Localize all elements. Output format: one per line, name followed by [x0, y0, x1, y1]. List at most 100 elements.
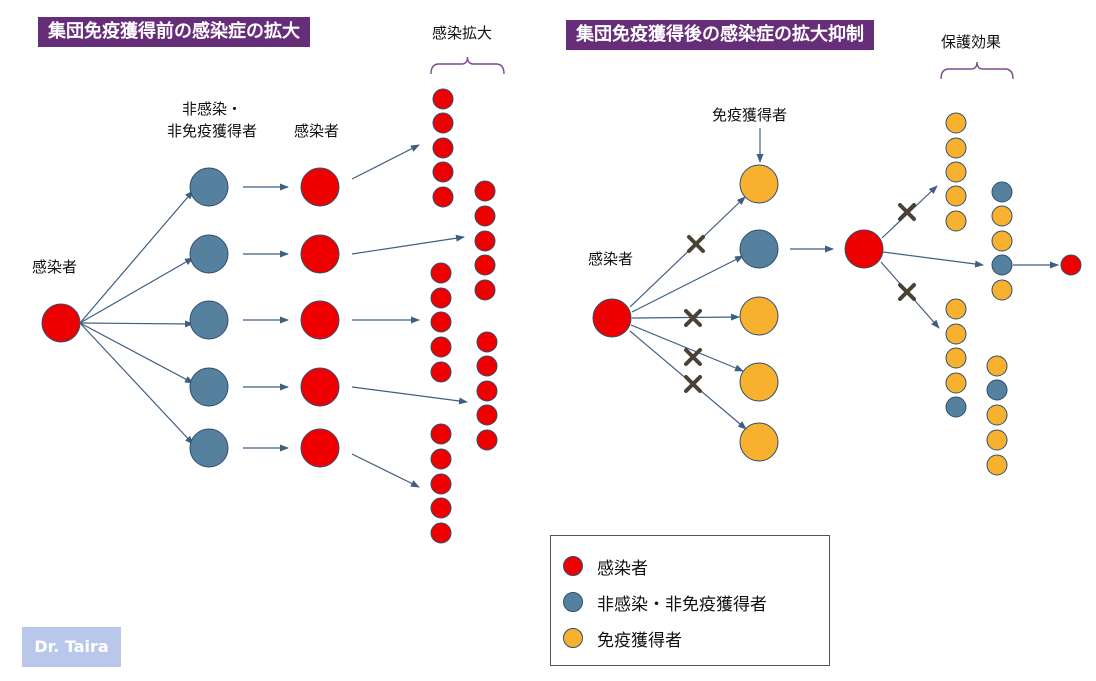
right-protect-group2-dot-1 [991, 205, 1013, 227]
left-spread-group5-dot-4 [430, 522, 452, 544]
right-target-node-0 [739, 164, 779, 204]
label-infected-column: 感染者 [294, 122, 340, 140]
right-block-cross-1 [684, 309, 702, 327]
susceptible-dot-icon [563, 592, 583, 612]
right-block-cross-0 [687, 235, 705, 253]
left-spread-group3-dot-1 [430, 287, 452, 309]
right-spread-cross-down [898, 283, 916, 301]
left-spread-group3-dot-3 [430, 336, 452, 358]
label-left-source: 感染者 [32, 258, 78, 276]
left-spread-group4-dot-1 [476, 355, 498, 377]
immune-dot-icon [563, 628, 583, 648]
left-spread-group2-dot-2 [474, 230, 496, 252]
right-source-arrow-3 [630, 324, 744, 372]
left-infected-node-0 [300, 167, 340, 207]
right-protect-group1-dot-4 [945, 210, 967, 232]
left-spread-group1-dot-4 [432, 186, 454, 208]
right-target-node-3 [739, 362, 779, 402]
label-protection: 保護効果 [941, 33, 1002, 51]
right-protect-group1-dot-2 [945, 161, 967, 183]
left-spread-group5-dot-1 [430, 448, 452, 470]
left-source-arrow-3 [79, 322, 194, 384]
right-block-cross-2 [684, 348, 702, 366]
left-spread-group3-dot-0 [430, 262, 452, 284]
right-protect-group2-dot-2 [991, 230, 1013, 252]
left-spread-group5-dot-3 [430, 497, 452, 519]
right-source-infected-node [592, 298, 632, 338]
left-spread-group4-dot-0 [476, 331, 498, 353]
infected-dot-icon [563, 556, 583, 576]
right-protect-group4-dot-0 [986, 355, 1008, 377]
right-protection-bracket [940, 61, 1014, 80]
legend-label-susceptible: 非感染・非免疫獲得者 [597, 594, 767, 615]
left-spread-group3-dot-4 [430, 361, 452, 383]
left-spread-group5-dot-0 [430, 423, 452, 445]
right-final-infected-dot [1060, 254, 1082, 276]
left-spread-group2-dot-4 [474, 279, 496, 301]
left-source-arrow-0 [79, 190, 194, 324]
label-spread: 感染拡大 [432, 24, 493, 42]
right-protect-group4-dot-2 [986, 404, 1008, 426]
left-infected-node-1 [300, 234, 340, 274]
label-susceptible-line1: 非感染・ [181, 100, 242, 118]
left-spread-arrow-3 [351, 386, 468, 405]
right-source-arrow-2 [631, 313, 740, 321]
left-spread-group4-dot-3 [476, 404, 498, 426]
left-spread-group5-dot-2 [430, 473, 452, 495]
right-target-node-4 [739, 422, 779, 462]
right-target-node-2 [739, 296, 779, 336]
left-spread-group2-dot-0 [474, 180, 496, 202]
legend-label-immune: 免疫獲得者 [597, 630, 682, 651]
left-spread-arrow-1 [351, 234, 465, 255]
left-source-infected-node [41, 303, 81, 343]
left-spread-group2-dot-1 [474, 205, 496, 227]
left-spread-bracket [430, 56, 505, 75]
right-second-infected-node [844, 229, 884, 269]
label-immune: 免疫獲得者 [712, 106, 788, 124]
left-source-arrow-2 [79, 320, 194, 328]
legend: 感染者 非感染・非免疫獲得者 免疫獲得者 [550, 535, 830, 666]
left-spread-group2-dot-3 [474, 254, 496, 276]
left-susceptible-node-2 [189, 300, 229, 340]
legend-item-infected: 感染者 [563, 554, 648, 579]
left-infected-node-4 [300, 428, 340, 468]
right-protect-group3-dot-4 [945, 396, 967, 418]
right-protect-group1-dot-0 [945, 112, 967, 134]
left-spread-group3-dot-2 [430, 311, 452, 333]
right-protect-group2-dot-0 [991, 181, 1013, 203]
legend-label-infected: 感染者 [597, 558, 648, 579]
right-spread-cross-up [898, 203, 916, 221]
label-susceptible-line2: 非免疫獲得者 [166, 122, 257, 140]
left-spread-group1-dot-3 [432, 161, 454, 183]
left-susceptible-node-4 [189, 428, 229, 468]
left-panel-title: 集団免疫獲得前の感染症の拡大 [38, 17, 310, 47]
left-spread-group1-dot-2 [432, 137, 454, 159]
right-protect-group1-dot-1 [945, 137, 967, 159]
author-badge: Dr. Taira [22, 627, 121, 667]
right-protect-group4-dot-3 [986, 429, 1008, 451]
left-spread-group1-dot-0 [432, 88, 454, 110]
left-spread-group4-dot-4 [476, 429, 498, 451]
left-spread-arrow-4 [351, 453, 420, 488]
left-infected-node-2 [300, 300, 340, 340]
left-spread-arrow-0 [351, 144, 420, 180]
left-susceptible-node-1 [189, 234, 229, 274]
right-protect-group3-dot-1 [945, 323, 967, 345]
right-protect-group1-dot-3 [945, 185, 967, 207]
right-protect-group3-dot-2 [945, 347, 967, 369]
legend-item-susceptible: 非感染・非免疫獲得者 [563, 590, 767, 615]
right-protect-group4-dot-4 [986, 454, 1008, 476]
right-protect-group3-dot-3 [945, 372, 967, 394]
left-source-arrow-4 [79, 322, 194, 445]
right-source-arrow-1 [631, 255, 744, 313]
right-protect-group4-dot-1 [986, 379, 1008, 401]
right-panel-title: 集団免疫獲得後の感染症の拡大抑制 [566, 20, 874, 50]
label-right-source: 感染者 [588, 250, 634, 268]
left-susceptible-node-3 [189, 367, 229, 407]
left-susceptible-node-0 [189, 167, 229, 207]
left-infected-node-3 [300, 367, 340, 407]
right-spread-arrow-mid [882, 251, 984, 268]
left-spread-group1-dot-1 [432, 112, 454, 134]
legend-item-immune: 免疫獲得者 [563, 626, 682, 651]
